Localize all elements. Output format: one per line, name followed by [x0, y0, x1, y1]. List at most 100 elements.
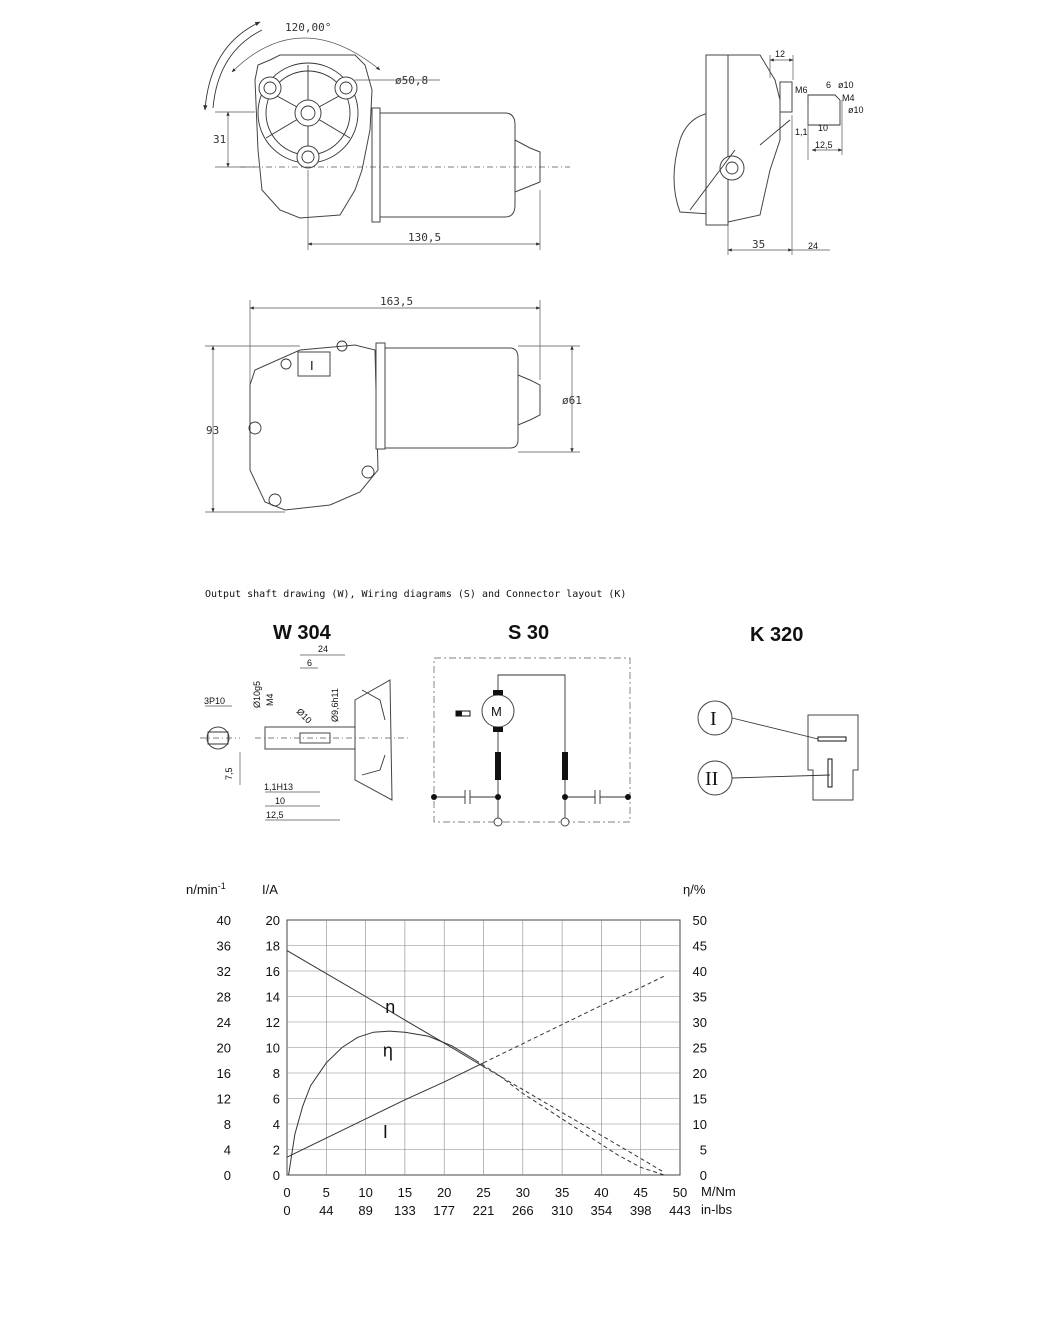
- efficiency-tick-label: 30: [693, 1015, 707, 1030]
- speed-tick-label: 20: [217, 1041, 231, 1056]
- chart-grid: [287, 920, 680, 1175]
- width-35-label: 35: [752, 238, 765, 251]
- pin-2-blade: [827, 758, 833, 788]
- current-tick-label: 10: [266, 1041, 280, 1056]
- speed-tick-label: 0: [224, 1168, 231, 1183]
- x2-tick-label: 310: [551, 1203, 573, 1218]
- x-tick-label: 5: [323, 1185, 330, 1200]
- efficiency-tick-label: 5: [700, 1143, 707, 1158]
- x-tick-label: 20: [437, 1185, 451, 1200]
- efficiency-tick-label: 35: [693, 990, 707, 1005]
- svg-text:6: 6: [307, 658, 312, 668]
- speed-tick-label: 36: [217, 939, 231, 954]
- svg-text:10: 10: [275, 796, 285, 806]
- bolt-icon: [334, 76, 358, 100]
- svg-text:24: 24: [318, 644, 328, 654]
- front-motor-can: [384, 347, 519, 449]
- length-163-label: 163,5: [380, 295, 413, 308]
- x2-tick-label: 398: [630, 1203, 652, 1218]
- bolt-icon: [296, 145, 320, 169]
- svg-text:7,5: 7,5: [224, 767, 234, 780]
- current-tick-label: 2: [273, 1143, 280, 1158]
- pin-1-label: I: [710, 708, 717, 730]
- side-housing: [705, 54, 729, 226]
- s30-title: S 30: [508, 622, 549, 644]
- current-tick-label: 12: [266, 1015, 280, 1030]
- x2-tick-label: 44: [319, 1203, 333, 1218]
- svg-text:10: 10: [818, 123, 828, 133]
- diameter-61-label: ø61: [562, 394, 582, 407]
- current-tick-label: 4: [273, 1117, 280, 1132]
- svg-text:Ø10g5: Ø10g5: [252, 681, 262, 708]
- series-label: n: [385, 997, 395, 1017]
- x-tick-label: 10: [358, 1185, 372, 1200]
- efficiency-tick-label: 40: [693, 964, 707, 979]
- svg-text:ø10: ø10: [848, 105, 864, 115]
- svg-text:12: 12: [775, 49, 785, 59]
- torque-axis-title: M/Nm: [701, 1184, 736, 1199]
- speed-tick-label: 8: [224, 1117, 231, 1132]
- x-tick-label: 15: [398, 1185, 412, 1200]
- current-tick-label: 0: [273, 1168, 280, 1183]
- curve-n-solid: [286, 950, 484, 1068]
- x-tick-label: 40: [594, 1185, 608, 1200]
- speed-tick-label: 32: [217, 964, 231, 979]
- x2-tick-label: 0: [283, 1203, 290, 1218]
- efficiency-tick-label: 20: [693, 1066, 707, 1081]
- speed-axis-title: n/min-1: [186, 881, 226, 897]
- coil-2-icon: [562, 752, 568, 780]
- x2-tick-label: 177: [433, 1203, 455, 1218]
- side-view-drawing: 12 M6 6 ø10 M4 ø10 1,1 10 12,5 35 24: [673, 49, 864, 255]
- curve-n-dashed: [483, 1066, 665, 1173]
- front-connector-mark: I: [310, 358, 314, 373]
- efficiency-tick-label: 15: [693, 1092, 707, 1107]
- speed-tick-label: 40: [217, 913, 231, 928]
- s30-wiring-diagram: S 30 M: [431, 622, 631, 827]
- w304-title: W 304: [273, 622, 332, 644]
- coil-1-icon: [495, 752, 501, 780]
- angle-label: 120,00°: [285, 21, 331, 34]
- x-tick-label: 45: [633, 1185, 647, 1200]
- pin-2-label: II: [705, 768, 718, 790]
- efficiency-tick-label: 45: [693, 939, 707, 954]
- pin-1-blade: [817, 736, 847, 742]
- motor-letter: M: [491, 704, 502, 719]
- front-housing: [249, 344, 379, 511]
- length-130-label: 130,5: [408, 231, 441, 244]
- speed-tick-label: 4: [224, 1143, 231, 1158]
- svg-text:1,1: 1,1: [795, 127, 808, 137]
- svg-text:6: 6: [826, 80, 831, 90]
- current-tick-label: 20: [266, 913, 280, 928]
- current-tick-label: 8: [273, 1066, 280, 1081]
- section-caption: Output shaft drawing (W), Wiring diagram…: [205, 589, 627, 600]
- x-tick-label: 50: [673, 1185, 687, 1200]
- svg-text:M4: M4: [842, 93, 855, 103]
- svg-text:Ø9,6h11: Ø9,6h11: [330, 688, 340, 722]
- terminal-icon: [493, 817, 503, 827]
- bolt-icon: [258, 76, 282, 100]
- diameter-label: ø50,8: [395, 74, 428, 87]
- speed-tick-label: 12: [217, 1092, 231, 1107]
- current-tick-label: 16: [266, 964, 280, 979]
- efficiency-tick-label: 25: [693, 1041, 707, 1056]
- rotation-arrow: [203, 21, 261, 111]
- k320-connector-layout: K 320 I II: [697, 624, 859, 801]
- series-label: η: [383, 1040, 393, 1060]
- x-tick-label: 25: [476, 1185, 490, 1200]
- chart-ticks: 0054410891513320177252213026635310403544…: [217, 913, 707, 1218]
- svg-text:Ø10: Ø10: [295, 706, 314, 725]
- curve-eta-dashed: [475, 1059, 665, 1176]
- x-tick-label: 30: [516, 1185, 530, 1200]
- top-view-drawing: 120,00° ø50,8: [203, 21, 570, 250]
- current-tick-label: 14: [266, 990, 280, 1005]
- efficiency-tick-label: 0: [700, 1168, 707, 1183]
- x2-tick-label: 221: [473, 1203, 495, 1218]
- motor-end-cap: [514, 139, 541, 193]
- svg-text:3P10: 3P10: [204, 696, 225, 706]
- curve-i-dashed: [483, 975, 665, 1064]
- svg-text:ø10: ø10: [838, 80, 854, 90]
- width-24-label: 24: [808, 241, 818, 251]
- x2-tick-label: 354: [591, 1203, 613, 1218]
- svg-text:M6: M6: [795, 85, 808, 95]
- output-shaft-icon: [294, 99, 322, 127]
